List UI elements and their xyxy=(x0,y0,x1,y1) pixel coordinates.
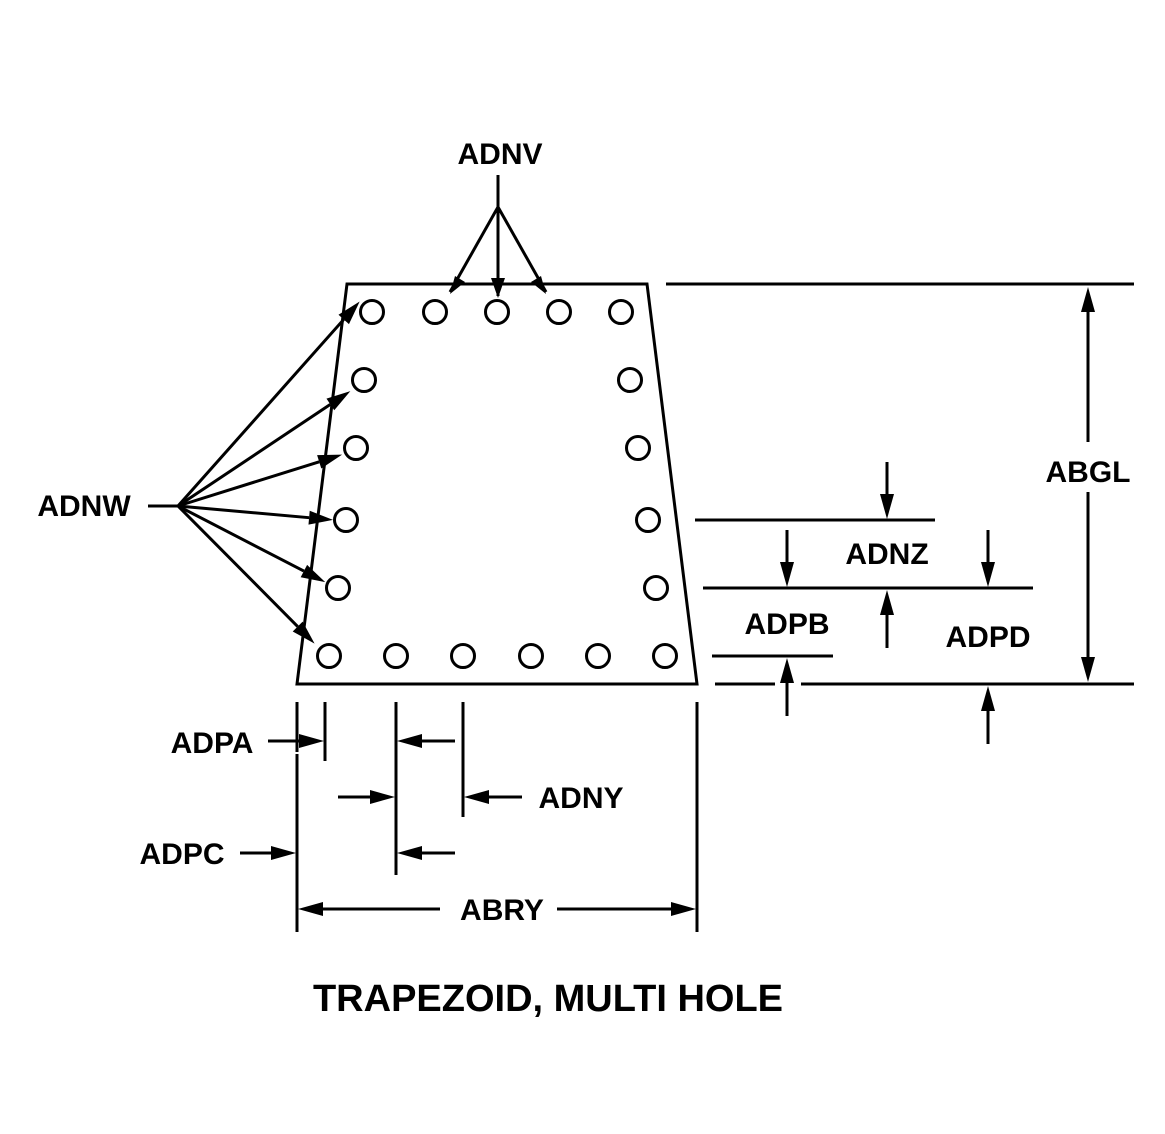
label-adny: ADNY xyxy=(538,782,623,815)
adpa-dimension xyxy=(268,734,324,748)
arrowhead-left xyxy=(464,790,489,804)
leader-line xyxy=(177,403,332,508)
arrowhead-down xyxy=(1081,657,1095,682)
arrowhead-left xyxy=(397,846,422,860)
leader-line xyxy=(176,504,299,628)
leader-line xyxy=(177,504,305,573)
hole-bottom xyxy=(585,643,611,669)
hole-right xyxy=(617,367,643,393)
hole-bottom xyxy=(450,643,476,669)
arrowhead xyxy=(326,391,351,411)
hole-bottom xyxy=(316,643,342,669)
label-adpa: ADPA xyxy=(171,727,254,760)
bottom-extension-lines xyxy=(295,702,699,932)
arrowhead xyxy=(308,510,334,525)
adnv-leader xyxy=(448,175,548,298)
hole-left xyxy=(343,435,369,461)
drawing-caption: TRAPEZOID, MULTI HOLE xyxy=(313,978,783,1020)
arrowhead-down xyxy=(981,562,995,587)
hole-top xyxy=(546,299,572,325)
arrowhead xyxy=(491,278,505,298)
hole-right xyxy=(635,507,661,533)
arrowhead-up xyxy=(780,658,794,683)
arrowhead xyxy=(317,454,343,469)
adny-dimension xyxy=(338,734,522,860)
arrowhead xyxy=(450,276,465,294)
hole-left xyxy=(351,367,377,393)
arrowhead-left xyxy=(298,902,323,916)
hole-bottom xyxy=(652,643,678,669)
hole-top xyxy=(422,299,448,325)
arrowhead xyxy=(531,276,546,294)
hole-right xyxy=(625,435,651,461)
hole-bottom xyxy=(383,643,409,669)
hole-right xyxy=(643,575,669,601)
arrowhead-down xyxy=(780,562,794,587)
adpc-dimension xyxy=(240,846,296,860)
right-extension-lines xyxy=(695,518,1134,686)
arrowhead-down xyxy=(880,494,894,519)
label-adpc: ADPC xyxy=(139,838,224,871)
abgl-dimension xyxy=(666,282,1134,682)
adnz-dimension xyxy=(880,462,894,648)
hole-top xyxy=(608,299,634,325)
adnw-leader xyxy=(148,301,360,644)
arrowhead xyxy=(338,301,360,325)
leader-line xyxy=(177,460,320,508)
label-adnz: ADNZ xyxy=(845,538,928,571)
hole-left xyxy=(333,507,359,533)
arrowhead-right xyxy=(299,734,324,748)
leader-line xyxy=(176,318,345,507)
arrowhead-right xyxy=(370,790,395,804)
arrowhead-up xyxy=(1081,287,1095,312)
adpd-dimension xyxy=(981,530,995,744)
arrowhead-left xyxy=(397,734,422,748)
arrowhead xyxy=(292,621,315,644)
adpb-dimension xyxy=(780,530,794,716)
hole-top xyxy=(359,299,385,325)
arrowhead-up xyxy=(880,590,894,615)
hole-bottom xyxy=(518,643,544,669)
leader-line xyxy=(177,504,310,520)
arrowhead-right xyxy=(671,902,696,916)
arrowhead xyxy=(300,564,326,583)
abry-dimension xyxy=(298,902,696,916)
hole-top xyxy=(484,299,510,325)
arrowhead-up xyxy=(981,686,995,711)
trapezoid-outline xyxy=(295,282,699,686)
label-adnw: ADNW xyxy=(37,490,131,523)
holes-group xyxy=(316,299,678,669)
arrowhead-right xyxy=(271,846,296,860)
hole-left xyxy=(325,575,351,601)
label-abgl: ABGL xyxy=(1046,456,1131,489)
label-adpb: ADPB xyxy=(744,608,829,641)
label-adpd: ADPD xyxy=(945,621,1030,654)
label-adnv: ADNV xyxy=(457,138,542,171)
label-abry: ABRY xyxy=(460,894,544,927)
